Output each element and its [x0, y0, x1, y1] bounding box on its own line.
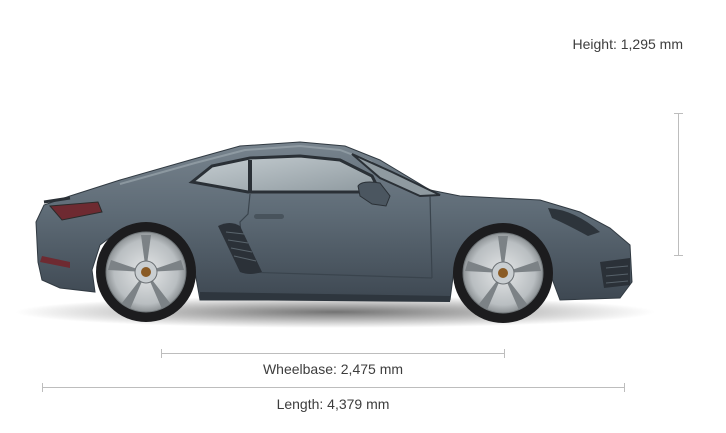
height-dimension-line	[674, 113, 683, 256]
rear-tail-light	[48, 201, 103, 221]
door-handle	[254, 214, 284, 219]
front-bumper-intake	[600, 258, 630, 288]
rear-wheel	[96, 222, 196, 322]
headlight	[548, 208, 600, 236]
side-air-intake	[218, 223, 262, 274]
height-label: Height: 1,295 mm	[572, 36, 684, 52]
windshield	[351, 153, 441, 198]
length-label: Length: 4,379 mm	[276, 396, 390, 412]
wheelbase-dimension-line	[161, 349, 505, 358]
side-mirror	[357, 181, 391, 207]
front-wheel	[453, 223, 553, 323]
side-window	[188, 154, 383, 194]
length-dimension-line	[42, 383, 625, 392]
wheelbase-label: Wheelbase: 2,475 mm	[262, 361, 404, 377]
